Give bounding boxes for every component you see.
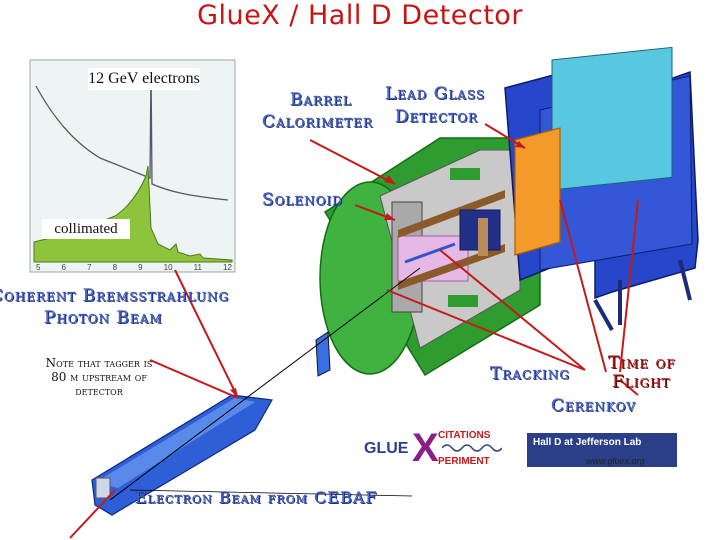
label-cerenkov: Cerenkov: [551, 396, 636, 416]
tagger-magnet: [91, 331, 331, 516]
wave-icon: [442, 444, 502, 452]
arrow-heads: [230, 141, 525, 398]
hall-d-logo: Hall D at Jefferson Lab: [527, 433, 677, 467]
tick-label: 9: [138, 263, 143, 272]
gluex-url: www.gluex.org: [586, 456, 645, 466]
label-photon-beam: Photon Beam: [44, 308, 163, 328]
forward-detector: [504, 46, 699, 331]
gluex-logo-citations: CITATIONS: [438, 430, 491, 441]
label-lead-glass: Lead Glass: [385, 84, 486, 104]
spectrum-label-collimated: collimated: [42, 219, 130, 239]
note-line-1: Note that tagger is: [45, 356, 153, 370]
label-detector: Detector: [395, 107, 479, 127]
label-tracking: Tracking: [490, 364, 571, 384]
gluex-logo-x: X: [412, 426, 439, 470]
spectrum-label-electrons: 12 GeV electrons: [88, 68, 200, 90]
label-electron-beam: Electron Beam from CEBAF: [135, 488, 378, 507]
gluex-logo-text: GLUE: [364, 440, 409, 457]
label-time-of: Time of: [608, 353, 676, 373]
gluex-logo-periment: PERIMENT: [438, 456, 490, 467]
label-barrel: Barrel: [290, 90, 352, 110]
photon-beam-line: [109, 267, 421, 501]
label-bremsstrahlung: Coherent Bremsstrahlung: [0, 286, 230, 306]
tick-label: 7: [87, 263, 92, 272]
pointer-arrows: [69, 123, 639, 539]
uncollimated-curve: [35, 69, 229, 201]
tick-label: 12: [223, 263, 232, 272]
tick-label: 11: [193, 263, 202, 272]
tick-label: 8: [112, 263, 118, 272]
note-line-2: 80 m upstream of: [51, 370, 147, 384]
label-solenoid: Solenoid: [262, 190, 343, 210]
spectrum-plot: [29, 59, 236, 273]
tick-label: 5: [36, 263, 41, 272]
tagger-note: Note that tagger is 80 m upstream of det…: [24, 356, 174, 398]
note-line-3: detector: [75, 384, 123, 398]
page-title: GlueX / Hall D Detector: [197, 0, 523, 31]
spectrum-ticks: 5 6 7 8 9 10 11 12: [36, 263, 232, 275]
gluex-logo: GLUE X CITATIONS PERIMENT: [360, 424, 510, 476]
label-flight: Flight: [612, 372, 671, 392]
label-calorimeter: Calorimeter: [262, 112, 374, 132]
detector-body: [319, 137, 541, 377]
tick-label: 10: [163, 263, 173, 272]
tick-label: 6: [61, 263, 66, 272]
